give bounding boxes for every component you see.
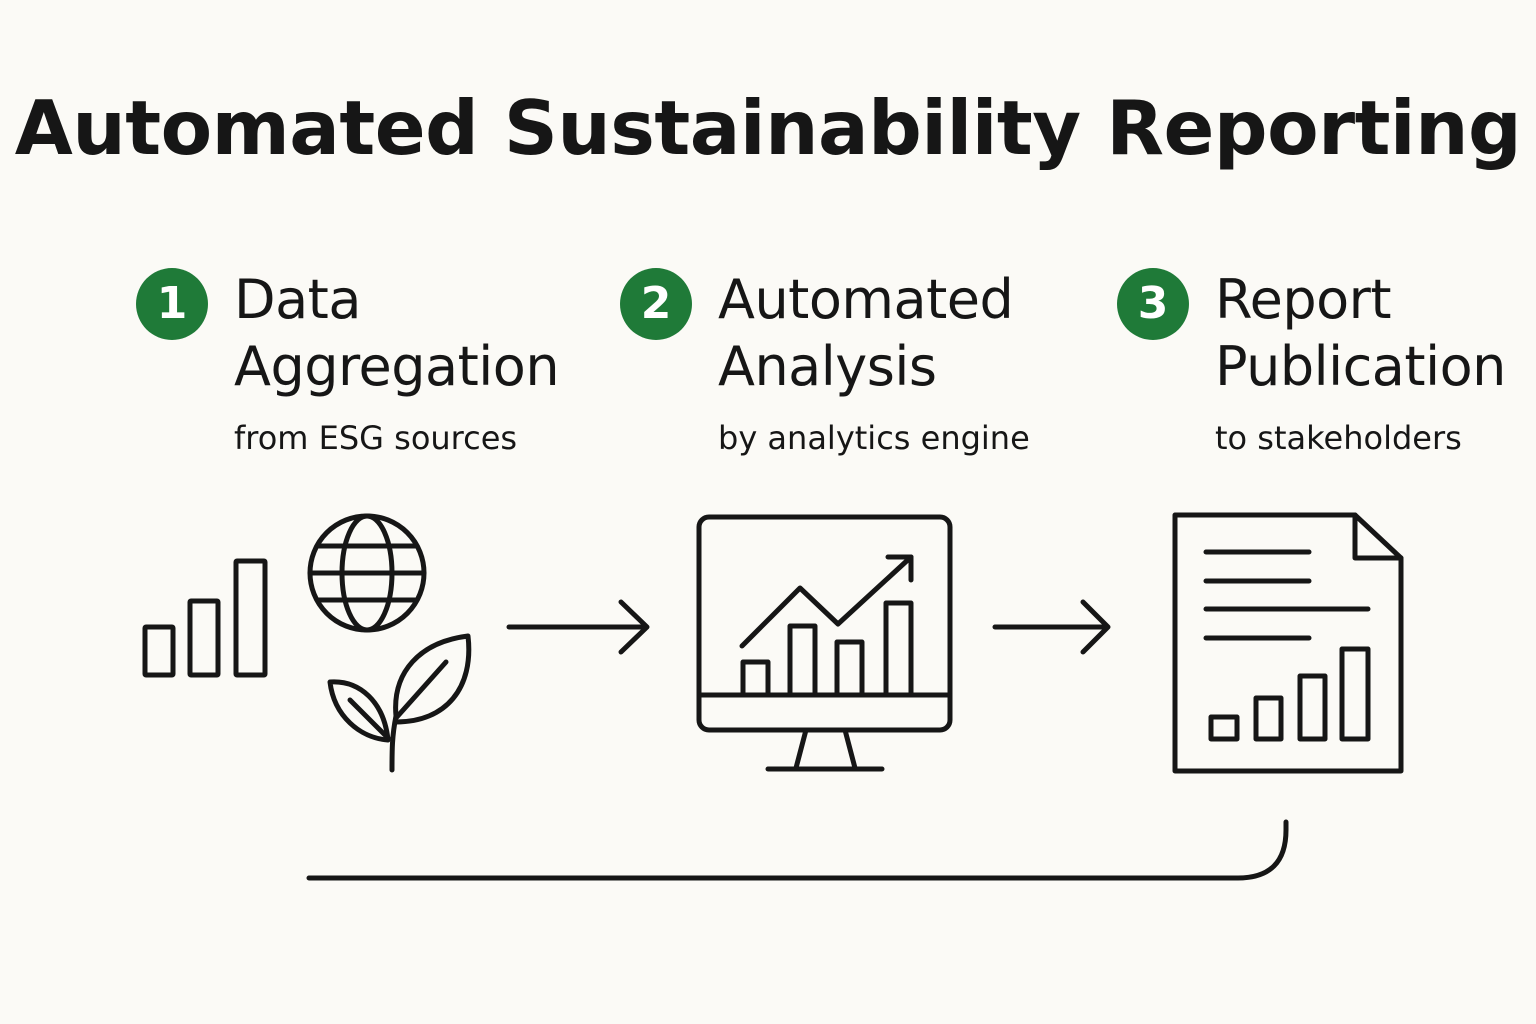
step-title-line: Aggregation	[234, 335, 560, 398]
globe-icon	[307, 513, 427, 633]
step-title-line: Data	[234, 268, 361, 331]
arrow-right-icon	[992, 599, 1111, 655]
arrow-right-icon	[506, 599, 650, 655]
monitor-chart-icon	[696, 514, 953, 772]
page-title: Automated Sustainability Reporting	[14, 84, 1522, 172]
step-number-badge: 2	[620, 268, 692, 340]
step-title: Report Publication	[1215, 266, 1536, 400]
step-title-line: Automated	[718, 268, 1014, 331]
step-title-line: Publication	[1215, 335, 1506, 398]
step-number-badge: 3	[1117, 268, 1189, 340]
step-title: Data Aggregation	[234, 266, 564, 400]
step-number-badge: 1	[136, 268, 208, 340]
bar-chart-icon	[142, 558, 268, 678]
step-subtitle: by analytics engine	[718, 419, 1030, 457]
step-title-line: Report	[1215, 268, 1392, 331]
feedback-loop-line	[306, 819, 1289, 881]
report-document-icon	[1172, 512, 1404, 774]
step-title: Automated Analysis	[718, 266, 1048, 400]
leaf-icon	[327, 633, 472, 773]
step-subtitle: to stakeholders	[1215, 419, 1462, 457]
step-title-line: Analysis	[718, 335, 937, 398]
step-subtitle: from ESG sources	[234, 419, 518, 457]
